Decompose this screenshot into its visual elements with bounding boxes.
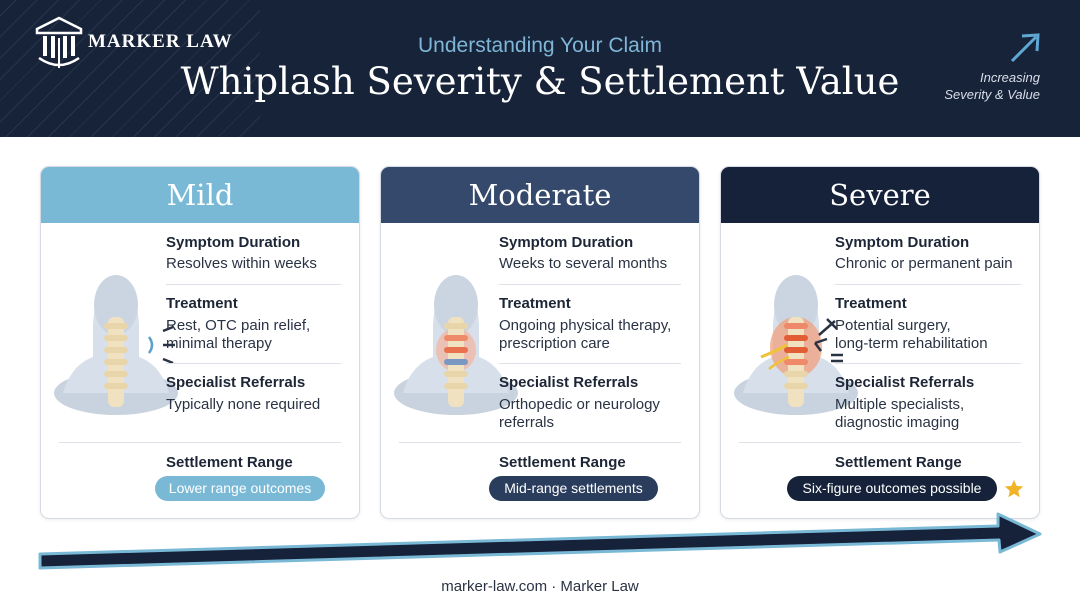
settlement-badge: Mid-range settlements — [489, 476, 658, 501]
referrals-value-2: referrals — [499, 414, 555, 431]
duration-value: Resolves within weeks — [166, 255, 317, 272]
referrals-value-1: Orthopedic or neurology — [499, 396, 660, 413]
duration-value: Chronic or permanent pain — [835, 255, 1013, 272]
header-pattern — [0, 0, 260, 137]
treatment-value-2: minimal therapy — [166, 335, 272, 352]
card-title: Severe — [721, 167, 1039, 223]
increasing-line-1: Increasing — [980, 70, 1040, 85]
treatment-value-2: long-term rehabilitation — [835, 335, 988, 352]
card-title: Moderate — [381, 167, 699, 223]
settlement-badge: Six-figure outcomes possible — [787, 476, 997, 501]
divider — [499, 284, 681, 285]
referrals-value-1: Typically none required — [166, 396, 321, 413]
trend-arrow-icon — [1010, 33, 1040, 63]
pillar-logo-icon — [35, 16, 83, 68]
severity-card-severe: Severe Symptom Duration Chronic or perma… — [720, 166, 1040, 519]
divider — [166, 284, 341, 285]
duration-label: Symptom Duration — [166, 234, 301, 251]
treatment-label: Treatment — [166, 295, 238, 312]
settlement-badge: Lower range outcomes — [155, 476, 325, 501]
settlement-label: Settlement Range — [835, 454, 962, 471]
increasing-line-2: Severity & Value — [944, 87, 1040, 102]
treatment-value-2: prescription care — [499, 335, 610, 352]
increasing-note: Increasing Severity & Value — [944, 69, 1040, 103]
neck-spine-icon — [54, 275, 178, 415]
referrals-value-2: diagnostic imaging — [835, 414, 960, 431]
brand-name: MARKER LAW — [88, 31, 233, 52]
treatment-label: Treatment — [499, 295, 571, 312]
divider — [499, 363, 681, 364]
divider — [835, 284, 1021, 285]
severity-card-mild: Mild Symptom Duration Resolves within we… — [40, 166, 360, 519]
page-subtitle: Understanding Your Claim — [418, 34, 662, 57]
duration-label: Symptom Duration — [499, 234, 634, 251]
referrals-label: Specialist Referrals — [166, 374, 306, 391]
referrals-value-1: Multiple specialists, — [835, 396, 965, 413]
duration-value: Weeks to several months — [499, 255, 668, 272]
neck-spine-icon — [394, 275, 518, 415]
settlement-label: Settlement Range — [166, 454, 293, 471]
referrals-label: Specialist Referrals — [499, 374, 639, 391]
star-icon — [1004, 479, 1024, 498]
divider — [166, 363, 341, 364]
divider — [739, 442, 1021, 443]
referrals-label: Specialist Referrals — [835, 374, 975, 391]
page-title: Whiplash Severity & Settlement Value — [180, 60, 900, 103]
treatment-value-1: Ongoing physical therapy, — [499, 317, 672, 334]
severity-card-moderate: Moderate Symptom Duration Weeks to sever… — [380, 166, 700, 519]
settlement-label: Settlement Range — [499, 454, 626, 471]
divider — [59, 442, 341, 443]
card-title: Mild — [41, 167, 359, 223]
treatment-label: Treatment — [835, 295, 907, 312]
footer-text: marker-law.com · Marker Law — [441, 578, 639, 595]
header-banner: MARKER LAW Understanding Your Claim Whip… — [0, 0, 1080, 137]
treatment-value-1: Potential surgery, — [835, 317, 951, 334]
progression-arrow-icon — [38, 512, 1042, 570]
divider — [835, 363, 1021, 364]
divider — [399, 442, 681, 443]
neck-spine-icon — [734, 275, 858, 415]
duration-label: Symptom Duration — [835, 234, 970, 251]
treatment-value-1: Rest, OTC pain relief, — [166, 317, 311, 334]
